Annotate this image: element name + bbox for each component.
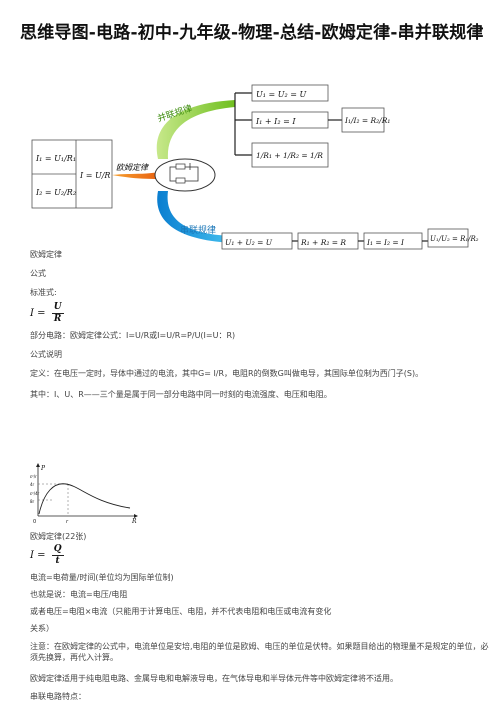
graph-y-tick-4: 8r xyxy=(30,499,35,504)
mindmap-diagram: I₁ = U₁/R₁ I₂ = U₂/R₂ I = U/R 欧姆定律 并联规律 … xyxy=(31,84,479,250)
graph-origin: 0 xyxy=(33,519,36,525)
series-ratio: U₁/U₂ = R₁/R₂ xyxy=(430,235,479,243)
graph-y-tick-3: ε²/4r xyxy=(30,491,40,496)
parallel-rule-current: I₁ + I₂ = I xyxy=(255,117,296,126)
heading-ohm-law: 欧姆定律 xyxy=(30,250,62,259)
or-text: 或者电压=电阻×电流（只能用于计算电压、电阻，并不代表电阻和电压或电流有变化 xyxy=(30,607,332,616)
heading-standard: 标准式: xyxy=(30,288,57,297)
power-curve xyxy=(38,483,131,515)
page-title: 思维导图-电路-初中-九年级-物理-总结-欧姆定律-串并联规律 xyxy=(20,23,484,43)
definition-text: 定义：在电压一定时，导体中通过的电流，其中G= I/R，电阻R的倒数G叫做电导，… xyxy=(30,369,424,378)
center-branch xyxy=(112,172,160,179)
also-text: 也就是说：电流=电压/电阻 xyxy=(30,590,128,599)
standard-denominator: R xyxy=(53,314,62,324)
graph-y-label: P xyxy=(40,465,46,472)
graph-x-label: R xyxy=(131,518,137,525)
parallel-rule-resistance: 1/R₁ + 1/R₂ = 1/R xyxy=(256,151,323,160)
applicable-text: 欧姆定律适用于纯电阻电路、金属导电和电解液导电，在气体导电和半导体元件等中欧姆定… xyxy=(30,674,398,683)
ohm-i-formula: I = U/R xyxy=(79,171,110,180)
ohm-law-box: I₁ = U₁/R₁ I₂ = U₂/R₂ I = U/R xyxy=(31,139,113,209)
charge-numerator: Q xyxy=(51,544,64,556)
series-branch xyxy=(157,191,235,243)
circuit-icon xyxy=(154,158,216,192)
heading-explain: 公式说明 xyxy=(30,350,62,359)
series-rule-voltage: U₁ + U₂ = U xyxy=(225,238,273,247)
parallel-ratio-box xyxy=(341,107,385,133)
series-rule-resistance: R₁ + R₂ = R xyxy=(300,238,346,247)
heading-series: 串联电路特点： xyxy=(30,692,86,701)
meaning-text: 其中：I、U、R——三个量是属于同一部分电路中同一时刻的电流强度、电压和电阻。 xyxy=(30,390,332,399)
relation-text: 关系） xyxy=(30,624,54,633)
charge-denominator: t xyxy=(55,556,60,566)
center-branch-label: 欧姆定律 xyxy=(116,163,149,172)
heading-ohm-22: 欧姆定律(22张) xyxy=(30,532,87,541)
note-text: 注意：在欧姆定律的公式中，电流单位是安培,电阻的单位是欧姆、电压的单位是伏特。如… xyxy=(30,642,489,662)
series-rule-current: I₁ = I₂ = I xyxy=(366,238,405,247)
power-resistance-graph: P R 0 r ε²/r 4r ε²/4r 8r xyxy=(30,463,138,525)
ohm-i1-formula: I₁ = U₁/R₁ xyxy=(35,154,76,163)
parallel-rules: U₁ = U₂ = U I₁ + I₂ = I 1/R₁ + 1/R₂ = 1/… xyxy=(251,84,329,168)
ohm-i2-formula: I₂ = U₂/R₂ xyxy=(35,188,76,197)
graph-y-tick-1: ε²/r xyxy=(30,474,37,479)
series-label: 串联规律 xyxy=(180,224,216,236)
graph-x-tick: r xyxy=(66,519,69,525)
parallel-ratio: I₁/I₂ = R₂/R₁ xyxy=(344,116,390,125)
standard-numerator: U xyxy=(51,302,64,314)
heading-formula: 公式 xyxy=(30,269,46,278)
parallel-rule-voltage: U₁ = U₂ = U xyxy=(256,90,306,99)
parallel-branch xyxy=(156,100,235,159)
current-definition: 电流=电荷量/时间(单位均为国际单位制) xyxy=(30,573,174,582)
series-rules: U₁ + U₂ = U R₁ + R₂ = R I₁ = I₂ = I U₁/U… xyxy=(221,228,479,250)
partial-circuit: 部分电路：欧姆定律公式：I=U/R或I=U/R=P/U(I=U：R) xyxy=(30,331,236,340)
graph-y-tick-2: 4r xyxy=(30,482,35,487)
